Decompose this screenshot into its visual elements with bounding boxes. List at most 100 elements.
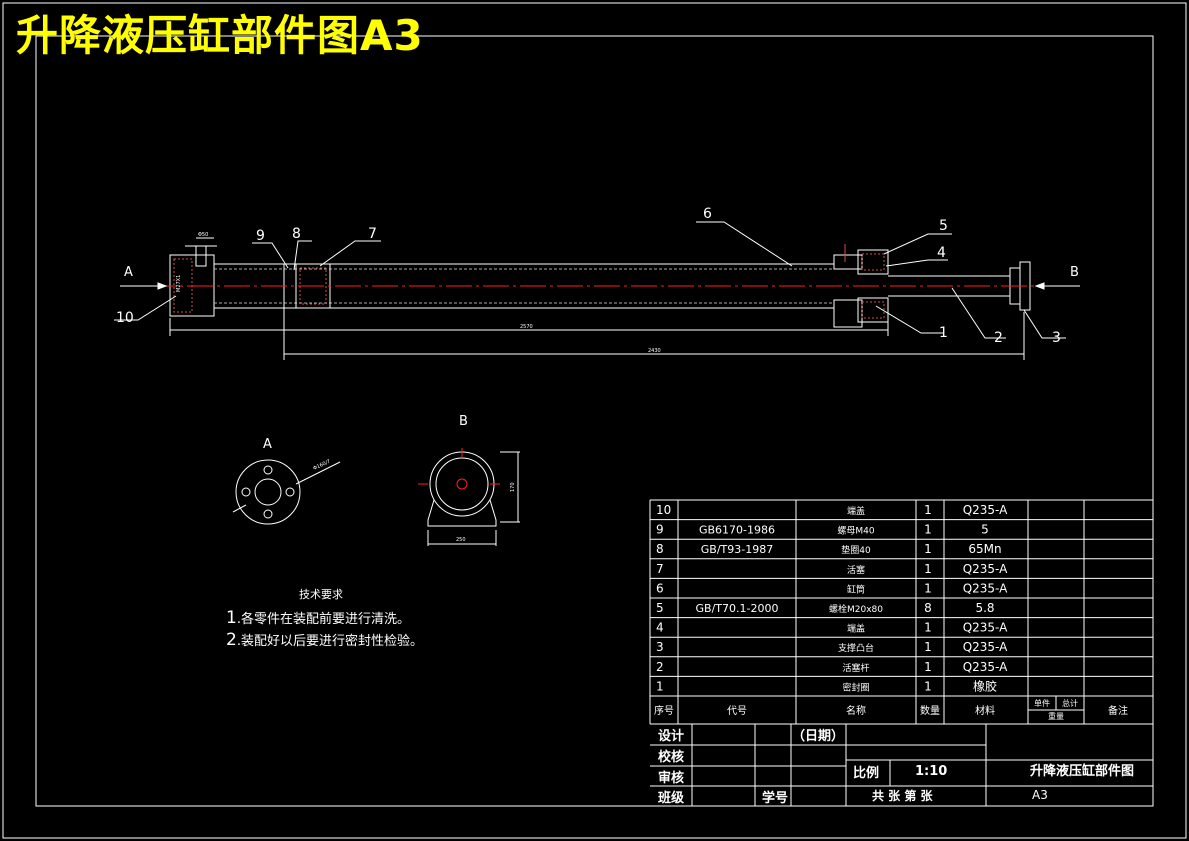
leader-4 bbox=[885, 259, 948, 267]
section-a-label: A bbox=[263, 437, 272, 452]
dim-text-b-width: 250 bbox=[456, 537, 466, 543]
parts-cell-name: 缸筒 bbox=[847, 583, 865, 595]
flange-leader-2 bbox=[232, 504, 247, 513]
parts-head-material: 材料 bbox=[975, 704, 995, 717]
parts-head-weight: 重量 bbox=[1048, 711, 1064, 721]
parts-cell-name: 螺母M40 bbox=[837, 526, 874, 537]
tb-size: A3 bbox=[1032, 788, 1048, 802]
tech-note-1-text: .各零件在装配前要进行清洗。 bbox=[236, 612, 410, 627]
flange-leader bbox=[295, 461, 341, 485]
parts-cell-qty: 1 bbox=[924, 542, 932, 556]
parts-cell-qty: 1 bbox=[924, 581, 932, 595]
balloon-8: 8 bbox=[292, 226, 301, 242]
tb-review: 审核 bbox=[658, 770, 684, 786]
view-a-arrowhead bbox=[157, 282, 168, 290]
parts-cell-code: GB/T93-1987 bbox=[701, 543, 773, 556]
parts-cell-material: Q235-A bbox=[963, 621, 1008, 635]
parts-cell-qty: 8 bbox=[924, 601, 932, 615]
tb-drawing-name: 升降液压缸部件图 bbox=[1030, 763, 1134, 779]
parts-cell-material: 65Mn bbox=[968, 542, 1001, 556]
boss-inner bbox=[435, 457, 489, 511]
parts-cell-name: 密封圈 bbox=[842, 681, 869, 693]
dim-text-port: Φ50 bbox=[198, 232, 208, 238]
tech-note-1: 1.各零件在装配前要进行清洗。 bbox=[226, 608, 410, 628]
parts-cell-material: Q235-A bbox=[963, 660, 1008, 674]
parts-cell-no: 3 bbox=[656, 640, 664, 654]
inner-frame bbox=[35, 35, 1154, 807]
dim-text-2: 2430 bbox=[648, 348, 661, 354]
parts-cell-code: GB6170-1986 bbox=[699, 524, 775, 537]
parts-cell-no: 6 bbox=[656, 581, 664, 595]
balloon-6: 6 bbox=[703, 206, 712, 222]
bolt-hole-2 bbox=[263, 509, 273, 519]
balloon-7: 7 bbox=[368, 226, 377, 242]
tb-check: 校核 bbox=[658, 749, 684, 765]
parts-cell-name: 螺栓M20x80 bbox=[829, 603, 883, 615]
dim-text-b-height: 170 bbox=[510, 482, 516, 492]
leader-7 bbox=[319, 240, 381, 267]
parts-cell-material: Q235-A bbox=[963, 503, 1008, 517]
parts-cell-material: 橡胶 bbox=[973, 678, 997, 693]
flange-outline bbox=[235, 459, 301, 525]
dim-text-1: 2570 bbox=[520, 324, 533, 330]
tech-note-2: 2.装配好以后要进行密封性检验。 bbox=[226, 630, 423, 650]
boss-outline bbox=[429, 451, 495, 517]
assembly-view bbox=[114, 221, 1080, 360]
leader-3 bbox=[1023, 309, 1066, 339]
tech-notes-heading: 技术要求 bbox=[299, 588, 343, 601]
tb-design: 设计 bbox=[658, 728, 684, 744]
tech-note-2-text: .装配好以后要进行密封性检验。 bbox=[236, 634, 423, 649]
tb-student-no: 学号 bbox=[762, 790, 788, 806]
section-a bbox=[232, 459, 341, 525]
end-cap-right-top bbox=[857, 249, 889, 275]
end-cap-hatch-top bbox=[861, 253, 885, 271]
view-b-arrowhead bbox=[1034, 282, 1045, 290]
parts-cell-name: 活塞 bbox=[847, 564, 865, 576]
parts-cell-no: 7 bbox=[656, 562, 664, 576]
bolt-hole-3 bbox=[241, 487, 251, 497]
parts-head-total: 总计 bbox=[1062, 698, 1078, 708]
dim-text-rod: M27X1 bbox=[176, 275, 182, 292]
boss-base bbox=[427, 499, 497, 527]
parts-cell-no: 2 bbox=[656, 660, 664, 674]
balloon-9: 9 bbox=[256, 228, 265, 244]
parts-head-code: 代号 bbox=[727, 705, 747, 717]
leader-1 bbox=[875, 305, 944, 334]
bolt-hole-4 bbox=[285, 487, 295, 497]
view-label-a: A bbox=[124, 265, 133, 280]
tb-date: （日期） bbox=[792, 728, 844, 744]
parts-cell-name: 垫圈40 bbox=[841, 544, 871, 556]
dim-text-flange: Φ160/7 bbox=[312, 459, 331, 472]
parts-head-remark: 备注 bbox=[1108, 704, 1128, 717]
parts-cell-no: 4 bbox=[656, 621, 664, 635]
balloon-10: 10 bbox=[116, 310, 134, 326]
leader-2 bbox=[951, 287, 1006, 339]
parts-cell-no: 1 bbox=[656, 679, 664, 693]
balloon-2: 2 bbox=[994, 330, 1003, 346]
section-b bbox=[418, 448, 520, 546]
parts-cell-no: 9 bbox=[656, 523, 664, 537]
port-fitting bbox=[195, 245, 207, 267]
parts-cell-qty: 1 bbox=[924, 679, 932, 693]
end-cap-hatch-bottom bbox=[861, 301, 885, 319]
bolt-hole-1 bbox=[263, 465, 273, 475]
parts-table bbox=[649, 499, 1154, 724]
parts-cell-qty: 1 bbox=[924, 621, 932, 635]
parts-cell-material: 5 bbox=[981, 523, 989, 537]
tb-scale-label: 比例 bbox=[853, 765, 879, 781]
parts-cell-material: Q235-A bbox=[963, 562, 1008, 576]
leader-6 bbox=[696, 221, 793, 267]
boss-center bbox=[456, 478, 468, 490]
parts-cell-material: 5.8 bbox=[975, 601, 994, 615]
parts-cell-qty: 1 bbox=[924, 640, 932, 654]
tb-sheet: 共 张 第 张 bbox=[872, 788, 934, 803]
parts-cell-no: 5 bbox=[656, 601, 664, 615]
leader-8 bbox=[293, 240, 312, 271]
tech-note-1-num: 1 bbox=[226, 608, 237, 628]
balloon-4: 4 bbox=[937, 245, 946, 261]
end-cap-right-bottom bbox=[857, 297, 889, 323]
parts-cell-name: 活塞杆 bbox=[842, 662, 869, 674]
